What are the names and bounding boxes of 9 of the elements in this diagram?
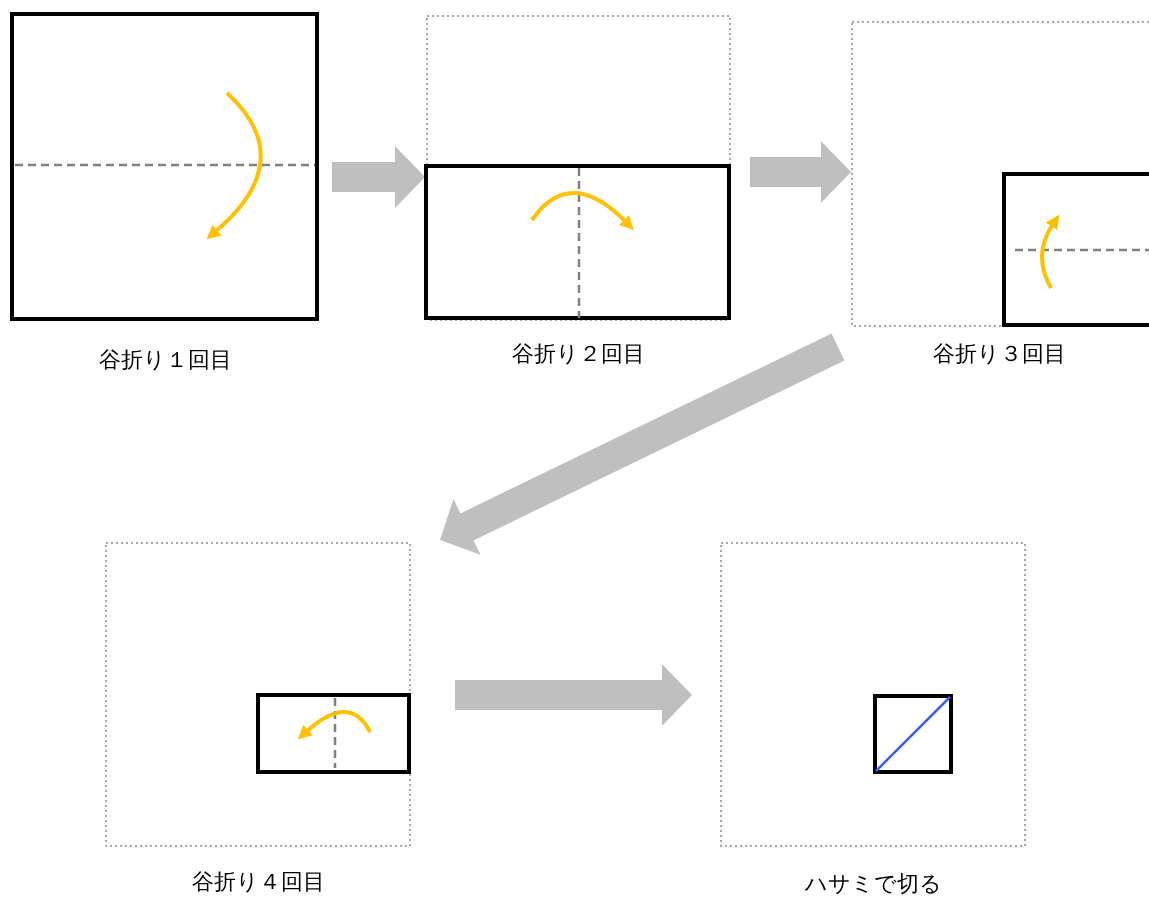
block-arrow [455,664,692,726]
step-caption: 谷折り２回目 [510,340,646,368]
block-arrow [750,141,851,203]
step-caption: 谷折り１回目 [97,346,233,374]
step-caption: 谷折り４回目 [190,868,326,896]
block-arrow [332,146,425,208]
block-arrow [440,333,845,555]
step-caption: 谷折り３回目 [932,340,1067,368]
step-caption: ハサミで切る [803,870,943,898]
